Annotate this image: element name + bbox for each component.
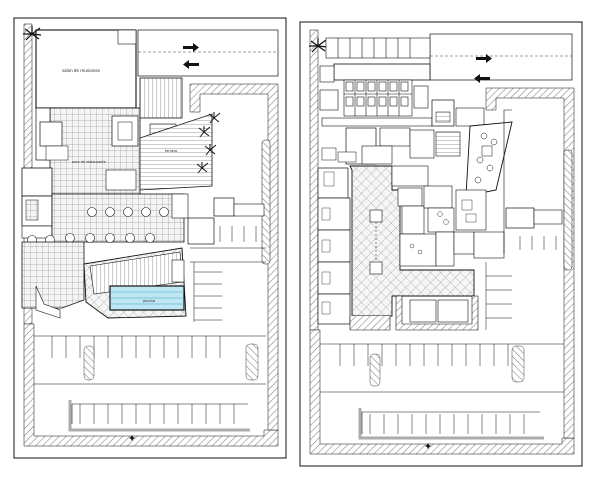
arrow-right-icon [183,43,199,52]
arrow-right-icon [476,54,492,63]
left-outdoor-dining [21,241,85,309]
label-hall: salon de reuniones [62,68,100,73]
left-perimeter-walk-right [189,83,279,431]
label-terrace: terraza [165,149,177,153]
north-marker-icon [129,435,135,441]
palm-tree-icon [309,38,328,53]
palm-tree-icon [204,144,217,156]
left-perimeter-walk-bottom [23,323,279,447]
left-terrace-deck [139,113,213,191]
right-office-cluster [391,165,505,267]
plan-right [299,21,583,467]
label-dining: area de restaurante [72,160,106,164]
arrow-left-icon [183,60,199,69]
palm-tree-icon [208,112,221,124]
plan-left: salon de reuniones area de restaurante t… [13,17,287,459]
left-stair-block [139,77,183,119]
palm-tree-icon [196,162,209,174]
right-guest-rooms-block [343,79,413,117]
left-restaurant-floor [51,193,185,243]
palm-tree-icon [198,126,211,138]
right-parking-stalls-east [485,262,512,330]
right-entrance-road [429,33,573,81]
palm-tree-icon [23,26,42,41]
north-marker-icon [425,443,431,449]
left-east-parking [190,247,266,263]
left-planter-strip [261,139,271,265]
left-entrance-road [137,29,279,77]
left-parking-stalls-east [193,262,222,322]
right-top-parking-row [325,37,431,59]
right-parking-stalls-south [369,414,525,434]
left-parking-stalls-south [79,404,235,424]
right-parking-stalls-north [339,344,509,366]
label-pool: piscina [143,299,155,303]
arrow-left-icon [474,74,490,83]
left-parking-stalls-north [51,336,221,358]
